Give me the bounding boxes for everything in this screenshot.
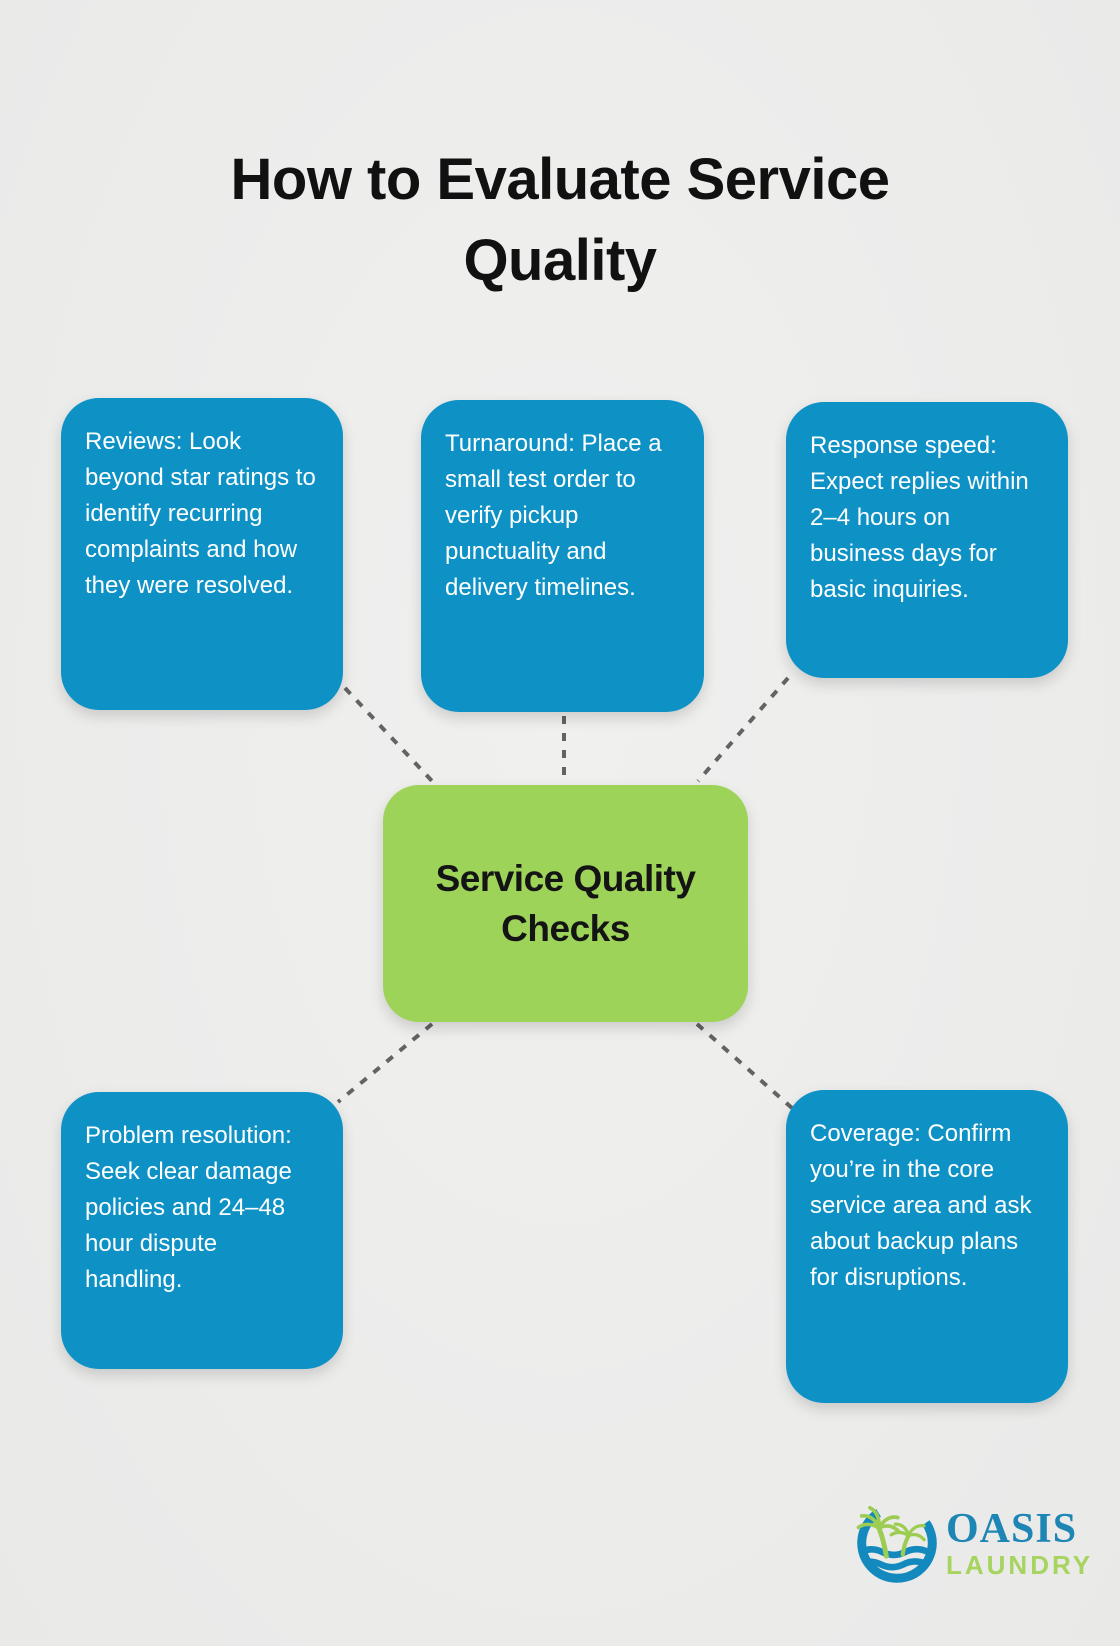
node-reviews: Reviews: Look beyond star ratings to ide… <box>61 398 343 710</box>
node-coverage-text: Coverage: Confirm you’re in the core ser… <box>810 1120 1032 1291</box>
logo-text: OASIS LAUNDRY <box>946 1508 1093 1578</box>
brand-logo: OASIS LAUNDRY <box>856 1502 1093 1584</box>
page-title: How to Evaluate Service Quality <box>230 146 890 294</box>
node-turnaround-text: Turnaround: Place a small test order to … <box>445 430 662 601</box>
connector-center-coverage <box>695 1022 794 1110</box>
node-response-speed-text: Response speed: Expect replies within 2–… <box>810 432 1029 603</box>
node-response-speed: Response speed: Expect replies within 2–… <box>786 402 1068 678</box>
connector-center-problem <box>336 1022 434 1104</box>
logo-subname: LAUNDRY <box>946 1550 1094 1580</box>
center-node: Service Quality Checks <box>383 785 748 1022</box>
connector-reviews-center <box>343 686 434 783</box>
node-reviews-text: Reviews: Look beyond star ratings to ide… <box>85 428 316 599</box>
node-turnaround: Turnaround: Place a small test order to … <box>421 400 704 712</box>
palm-trees-waves-icon <box>856 1503 937 1583</box>
node-coverage: Coverage: Confirm you’re in the core ser… <box>786 1090 1068 1403</box>
node-problem-resolution-text: Problem resolution: Seek clear damage po… <box>85 1122 292 1293</box>
connector-response-center <box>696 676 790 783</box>
center-node-label: Service Quality Checks <box>435 857 696 949</box>
logo-name: OASIS <box>946 1506 1078 1552</box>
node-problem-resolution: Problem resolution: Seek clear damage po… <box>61 1092 343 1369</box>
